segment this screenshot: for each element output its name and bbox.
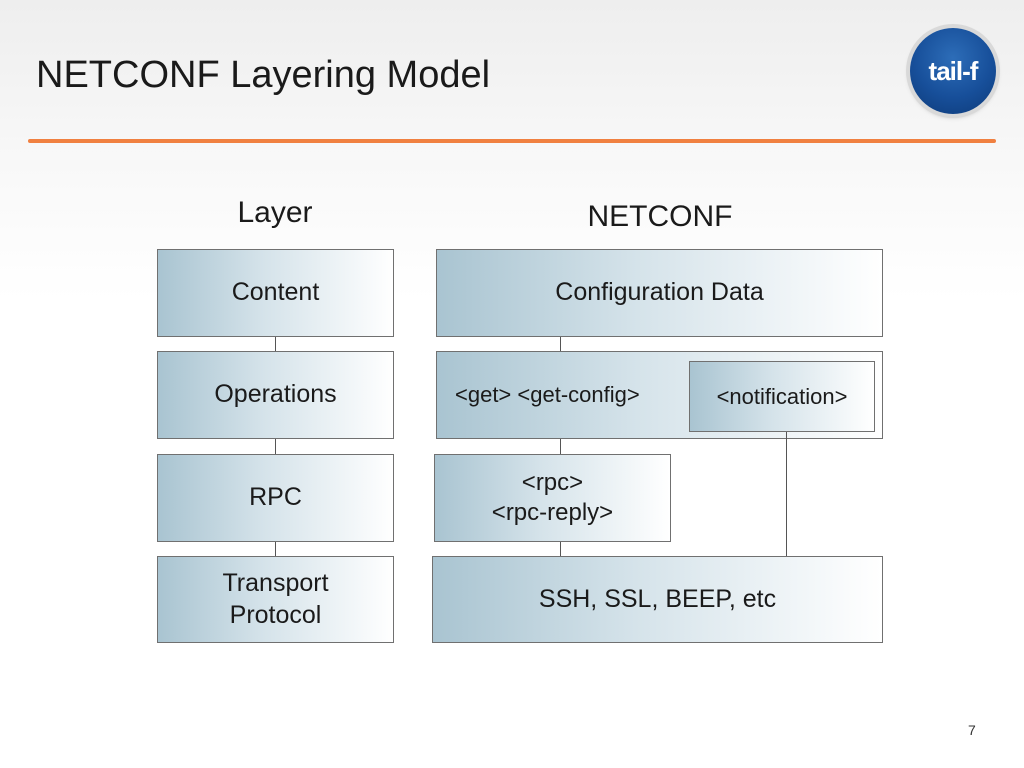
layer-label-operations: Operations xyxy=(214,380,337,409)
layer-box-transport: Transport Protocol xyxy=(157,556,394,643)
layer-label-content: Content xyxy=(231,278,320,307)
layer-connector-2 xyxy=(275,439,276,454)
layer-label-rpc: RPC xyxy=(249,483,302,512)
slide-title: NETCONF Layering Model xyxy=(36,54,491,96)
notification-transport-connector xyxy=(786,432,787,556)
layer-box-content: Content xyxy=(157,249,394,337)
netconf-label-notification: <notification> xyxy=(716,383,848,409)
layer-label-transport: Transport Protocol xyxy=(222,569,329,629)
netconf-column-heading: NETCONF xyxy=(587,200,733,233)
netconf-label-transport: SSH, SSL, BEEP, etc xyxy=(538,584,777,613)
layer-box-operations: Operations xyxy=(157,351,394,439)
netconf-label-operations: <get> <get-config> xyxy=(455,382,640,408)
layer-box-rpc: RPC xyxy=(157,454,394,542)
netconf-label-configuration-data: Configuration Data xyxy=(555,278,764,307)
logo-text: tail-f xyxy=(928,55,979,86)
title-divider xyxy=(28,139,996,143)
tail-f-logo: tail-f xyxy=(910,28,996,114)
netconf-connector-1 xyxy=(560,337,561,351)
netconf-label-rpc: <rpc> <rpc-reply> xyxy=(491,469,614,526)
netconf-connector-3 xyxy=(560,542,561,556)
netconf-box-configuration-data: Configuration Data xyxy=(436,249,883,337)
page-number: 7 xyxy=(968,722,976,738)
netconf-box-transport: SSH, SSL, BEEP, etc xyxy=(432,556,883,643)
netconf-box-notification: <notification> xyxy=(689,361,875,432)
layer-column-heading: Layer xyxy=(237,196,313,229)
netconf-box-rpc: <rpc> <rpc-reply> xyxy=(434,454,671,542)
layer-connector-3 xyxy=(275,542,276,556)
netconf-connector-2 xyxy=(560,439,561,454)
layer-connector-1 xyxy=(275,337,276,351)
